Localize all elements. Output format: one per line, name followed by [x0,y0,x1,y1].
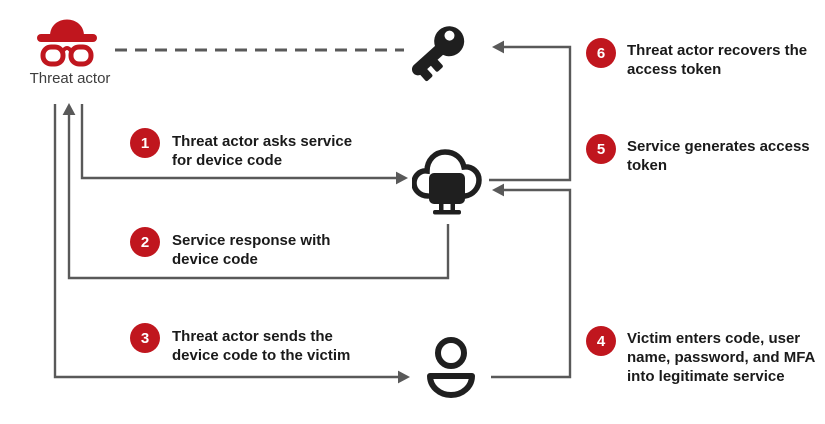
step-2-badge: 2 [130,227,160,257]
step-2-number: 2 [140,233,150,251]
step-2-line-2: device code [172,251,258,268]
step-1-line-2: for device code [172,152,283,169]
threat-actor-label: Threat actor [29,70,111,87]
flow-5-6-line [489,45,572,182]
step-6-number: 6 [596,44,606,62]
step-5-number: 5 [596,140,606,158]
step-5-badge: 5 [586,134,616,164]
step-1-badge: 1 [130,128,160,158]
step-4-badge: 4 [586,326,616,356]
flow-1-line [80,104,398,180]
key-icon [411,26,465,81]
step-5-line-2: token [627,157,668,174]
step-4-line-3: into legitimate service [627,368,785,385]
step-3-number: 3 [140,329,150,347]
step-6-text: Threat actor recovers the access token [627,41,825,79]
step-6-line-2: access token [627,61,722,78]
step-2-text: Service response with device code [172,231,377,269]
person-icon [427,337,475,398]
flow-4-line [491,188,572,379]
step-4-text: Victim enters code, user name, password,… [627,329,825,386]
flow-6-arrowhead [492,40,504,54]
flow-4-arrowhead [492,183,504,197]
step-2-line-1: Service response with [172,232,331,249]
step-5-text: Service generates access token [627,137,825,175]
step-5-line-1: Service generates access [627,138,810,155]
step-4-line-1: Victim enters code, user [627,330,801,347]
step-4-number: 4 [596,332,606,350]
step-4-line-2: name, password, and MFA [627,349,816,366]
cloud-computer-icon [412,149,482,215]
step-6-line-1: Threat actor recovers the [627,42,808,59]
step-1-line-1: Threat actor asks service [172,133,353,150]
flow-3-arrowhead [398,370,410,384]
flow-3-line [53,104,400,379]
step-3-line-2: device code to the victim [172,347,351,364]
step-3-line-1: Threat actor sends the [172,328,333,345]
step-3-text: Threat actor sends the device code to th… [172,327,377,365]
step-1-number: 1 [140,134,150,152]
step-6-badge: 6 [586,38,616,68]
flow-1-arrowhead [396,171,408,185]
step-3-badge: 3 [130,323,160,353]
flow-2-line [67,114,450,280]
step-1-text: Threat actor asks service for device cod… [172,132,377,170]
flow-2-arrowhead [62,103,76,115]
spy-hat-glasses-icon [37,19,97,67]
